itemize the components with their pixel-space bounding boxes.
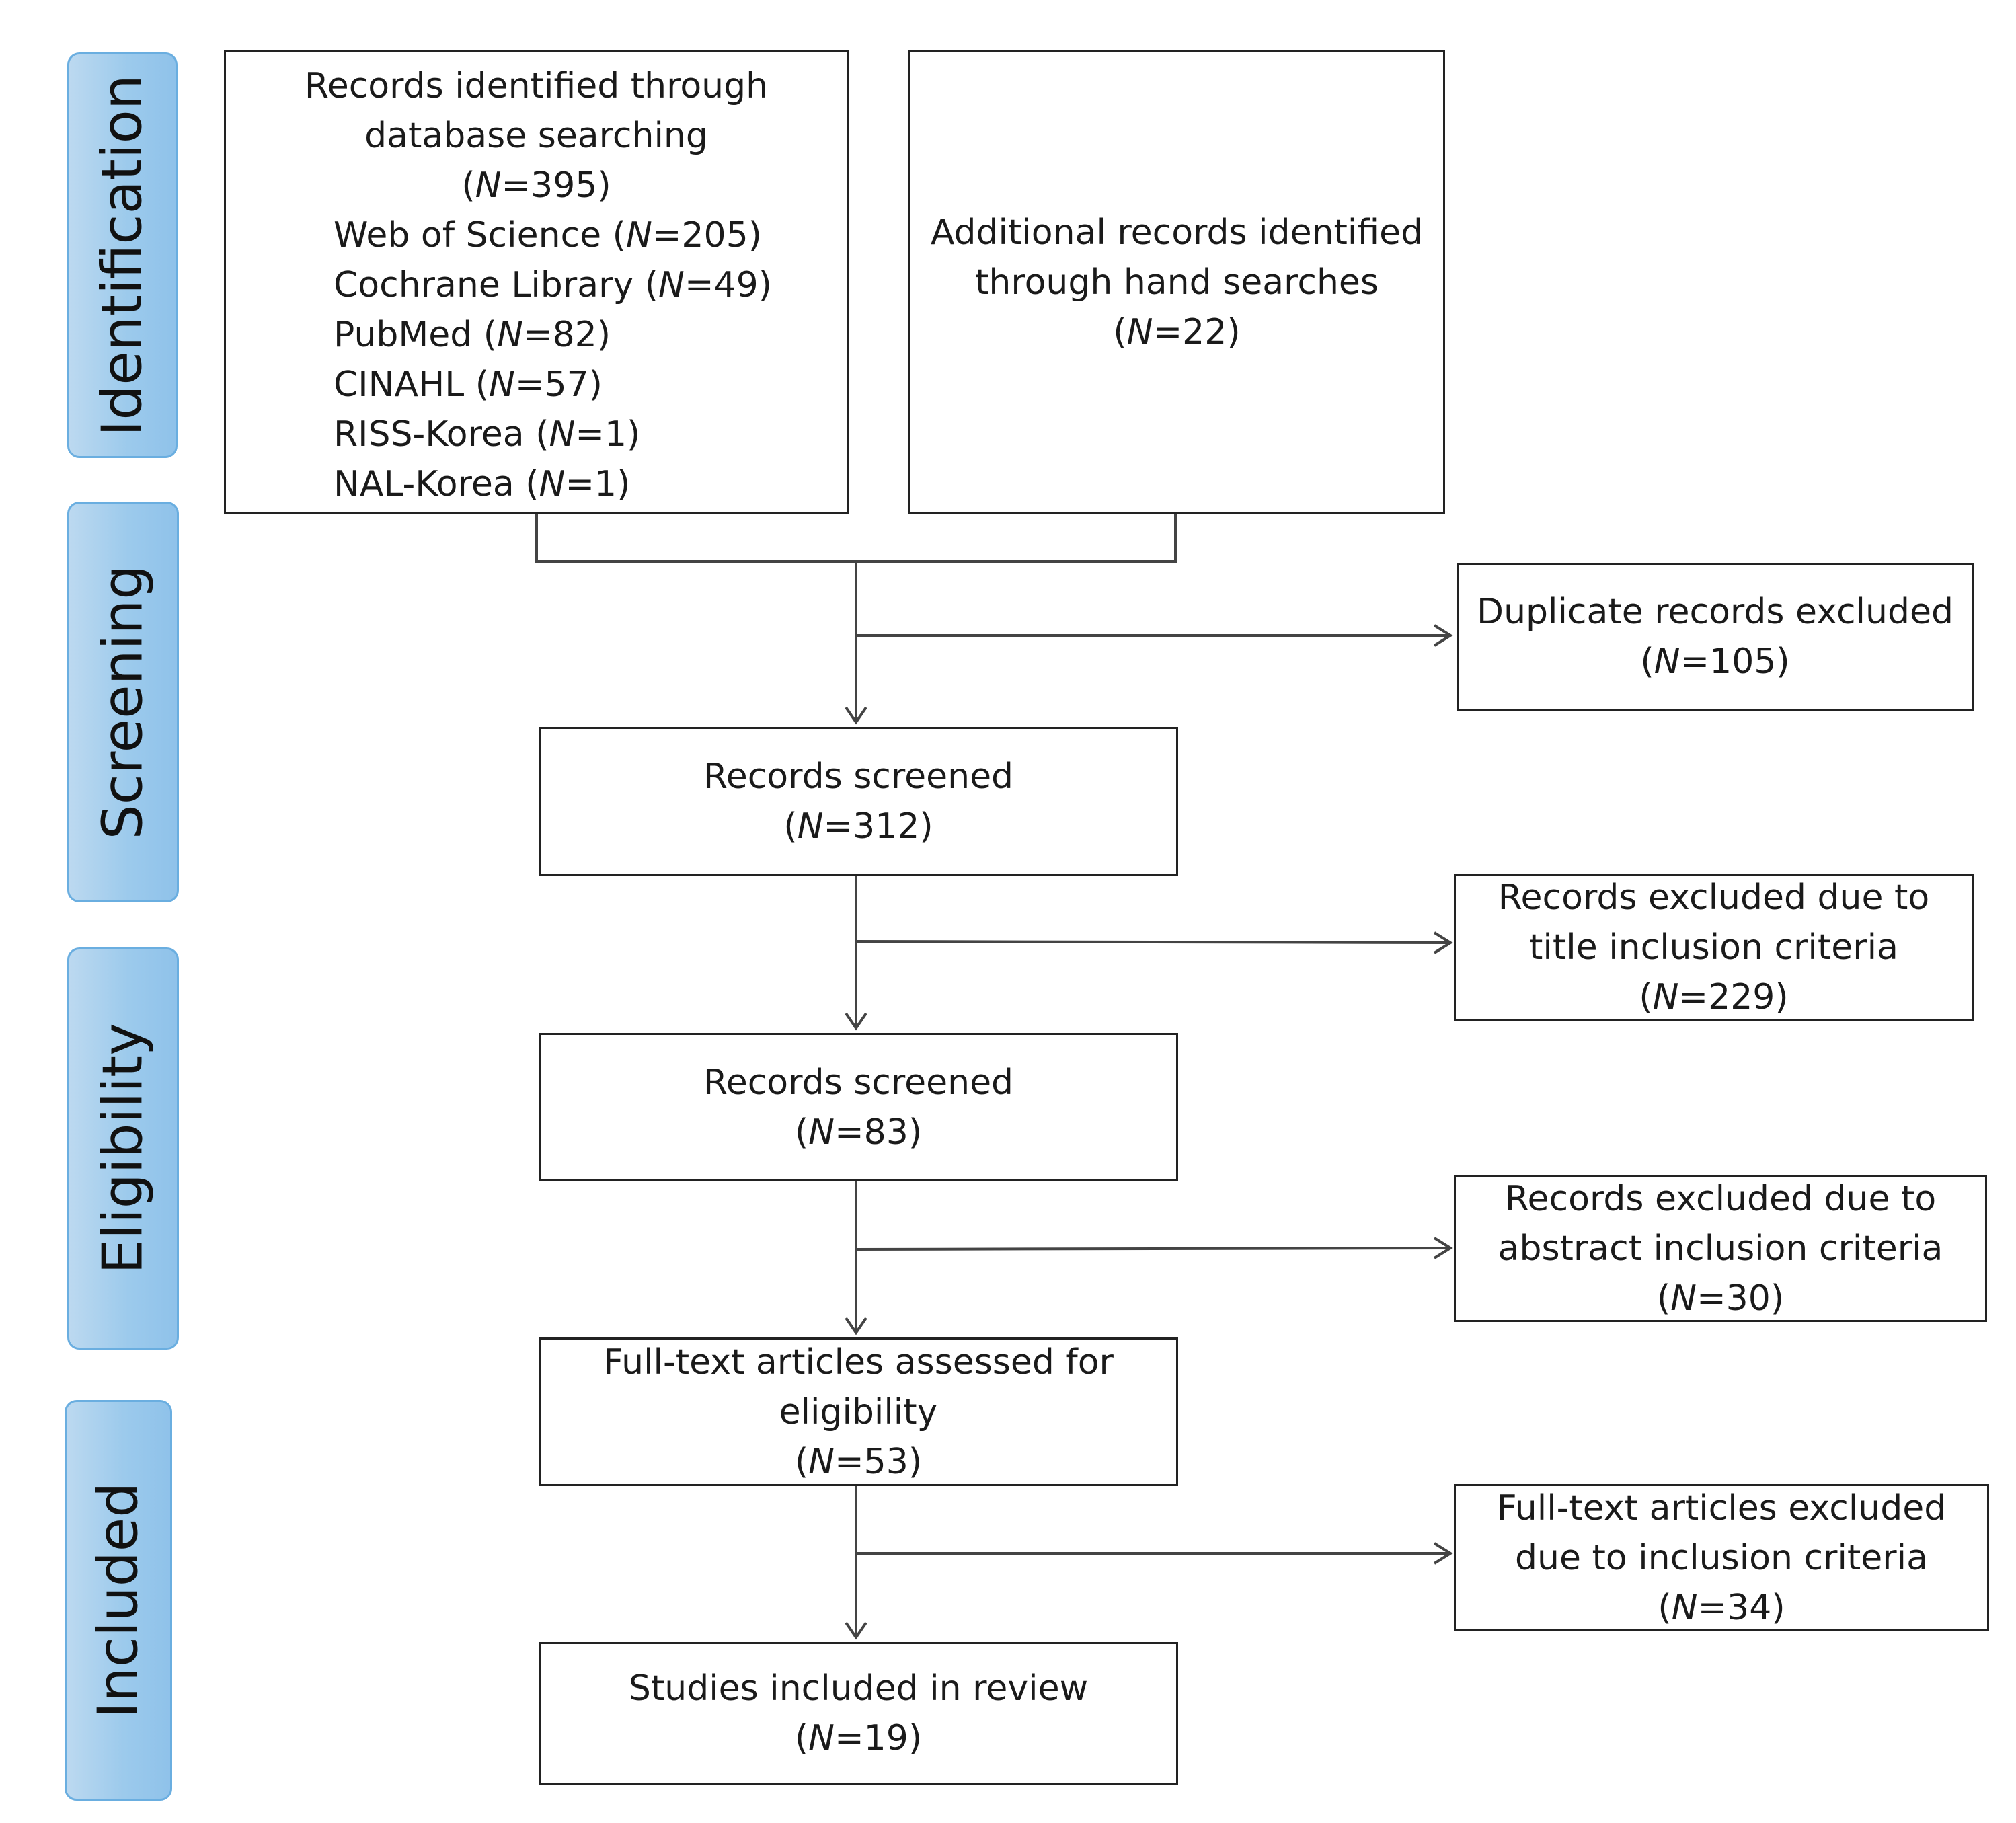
arrowhead-included bbox=[845, 1621, 867, 1640]
arrowhead-duplicates bbox=[1433, 624, 1453, 647]
arrowhead-abstract-excluded bbox=[1433, 1237, 1453, 1259]
fulltext-line-2: eligibility bbox=[779, 1391, 938, 1432]
db-source-nal-korea: NAL-Korea (N=1) bbox=[334, 464, 631, 504]
abstract-excl-count: (N=30) bbox=[1656, 1278, 1785, 1319]
db-source-riss-korea: RISS-Korea (N=1) bbox=[334, 414, 641, 455]
hand-line-1: Additional records identified bbox=[930, 212, 1424, 253]
arrowhead-screened bbox=[845, 706, 867, 725]
fulltext-count: (N=53) bbox=[794, 1441, 923, 1482]
hand-line-2: through hand searches bbox=[975, 262, 1379, 303]
db-total: (N=395) bbox=[461, 165, 611, 206]
screened2-count: (N=83) bbox=[794, 1112, 923, 1153]
fulltext-excl-line-2: due to inclusion criteria bbox=[1515, 1537, 1928, 1578]
arrowhead-screened-2 bbox=[845, 1012, 867, 1031]
dup-count: (N=105) bbox=[1640, 642, 1790, 682]
phase-included: Included bbox=[65, 1400, 172, 1801]
db-source-cinahl: CINAHL (N=57) bbox=[334, 364, 603, 405]
screened1-line-1: Records screened bbox=[703, 756, 1014, 797]
phase-screening: Screening bbox=[67, 502, 179, 902]
title-excluded-box: Records excluded due to title inclusion … bbox=[1454, 874, 1974, 1021]
fulltext-excluded-box: Full-text articles excluded due to inclu… bbox=[1454, 1484, 1989, 1631]
db-source-pubmed: PubMed (N=82) bbox=[334, 315, 611, 355]
title-excl-count: (N=229) bbox=[1639, 976, 1789, 1017]
db-line-1: Records identified through bbox=[304, 66, 769, 106]
screened2-line-1: Records screened bbox=[703, 1062, 1014, 1103]
title-excl-line-1: Records excluded due to bbox=[1498, 877, 1930, 918]
fulltext-assessed-box: Full-text articles assessed for eligibil… bbox=[539, 1337, 1178, 1486]
dup-line-1: Duplicate records excluded bbox=[1477, 592, 1953, 632]
hand-search-records-box: Additional records identified through ha… bbox=[908, 50, 1445, 514]
abstract-excluded-box: Records excluded due to abstract inclusi… bbox=[1454, 1175, 1987, 1322]
phase-eligibility: Eligibility bbox=[67, 947, 179, 1350]
arrowhead-title-excluded bbox=[1433, 931, 1453, 954]
hand-count: (N=22) bbox=[1113, 312, 1241, 352]
studies-included-box: Studies included in review (N=19) bbox=[539, 1642, 1178, 1785]
database-records-box: Records identified through database sear… bbox=[224, 50, 849, 514]
records-screened-2-box: Records screened (N=83) bbox=[539, 1033, 1178, 1181]
flow-line-to-title-excluded bbox=[855, 940, 1450, 944]
records-screened-box: Records screened (N=312) bbox=[539, 727, 1178, 876]
included-count: (N=19) bbox=[794, 1718, 923, 1758]
fulltext-excl-line-1: Full-text articles excluded bbox=[1496, 1487, 1947, 1528]
db-source-cochrane: Cochrane Library (N=49) bbox=[334, 265, 772, 305]
phase-identification: Identification bbox=[67, 52, 178, 458]
db-line-2: database searching bbox=[364, 116, 708, 156]
title-excl-line-2: title inclusion criteria bbox=[1529, 927, 1898, 968]
flow-line-to-abstract-excluded bbox=[855, 1247, 1450, 1251]
arrowhead-fulltext bbox=[845, 1317, 867, 1335]
duplicates-excluded-box: Duplicate records excluded (N=105) bbox=[1457, 563, 1974, 711]
merge-connector bbox=[535, 513, 1177, 563]
abstract-excl-line-2: abstract inclusion criteria bbox=[1498, 1229, 1943, 1269]
fulltext-line-1: Full-text articles assessed for bbox=[603, 1342, 1114, 1383]
fulltext-excl-count: (N=34) bbox=[1658, 1587, 1785, 1628]
screened1-count: (N=312) bbox=[783, 806, 933, 847]
db-source-web-of-science: Web of Science (N=205) bbox=[334, 215, 762, 256]
arrowhead-fulltext-excluded bbox=[1433, 1542, 1453, 1565]
included-line-1: Studies included in review bbox=[628, 1668, 1089, 1709]
abstract-excl-line-1: Records excluded due to bbox=[1504, 1179, 1937, 1219]
